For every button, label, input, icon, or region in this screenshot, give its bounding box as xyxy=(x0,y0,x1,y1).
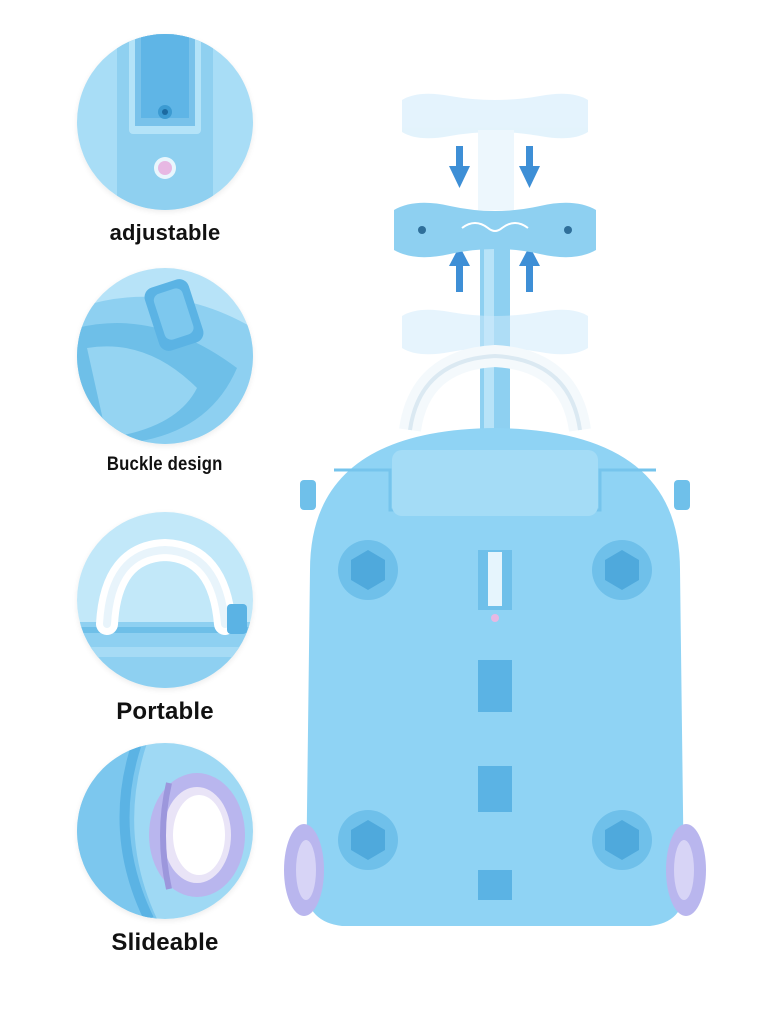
feature-label: Portable xyxy=(116,698,214,725)
handle-lock-button-icon xyxy=(77,34,253,210)
suitcase-product-image xyxy=(270,70,730,955)
telescopic-handle-top-position xyxy=(402,93,588,210)
feature-adjustable: adjustable xyxy=(0,34,330,246)
feature-label: Slideable xyxy=(111,929,219,956)
adjustable-closeup xyxy=(77,34,253,210)
carry-handle-icon xyxy=(77,512,253,688)
portable-closeup xyxy=(77,512,253,688)
telescopic-handle-grip xyxy=(394,202,596,258)
slideable-closeup xyxy=(77,743,253,919)
feature-label: Buckle design xyxy=(107,454,223,475)
buckle-clasp-icon xyxy=(77,268,253,444)
wheels xyxy=(284,824,706,916)
feature-portable: Portable xyxy=(0,512,330,726)
feature-buckle: Buckle design xyxy=(0,268,330,476)
wheel-icon xyxy=(77,743,253,919)
kids-suitcase-illustration xyxy=(284,93,706,926)
adjust-arrow-icons xyxy=(449,146,540,292)
feature-slideable: Slideable xyxy=(0,743,330,957)
buckle-closeup xyxy=(77,268,253,444)
feature-label: adjustable xyxy=(109,220,221,245)
